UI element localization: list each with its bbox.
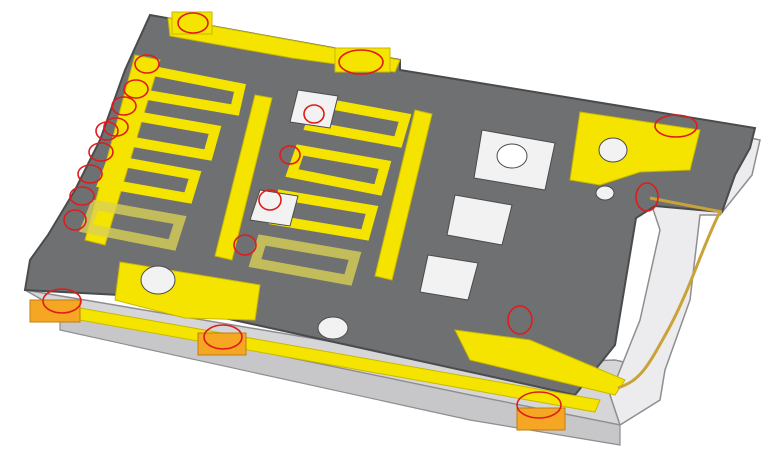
solder-foot [197, 332, 247, 356]
highlight-markers [42, 12, 698, 419]
card-detect-spring [649, 196, 723, 214]
contact-spring [285, 144, 392, 196]
contact-spring [96, 154, 202, 204]
highlight-circle [111, 96, 137, 116]
contact-spring [115, 109, 222, 161]
center-metal-rib [374, 109, 433, 281]
highlight-circle [63, 209, 87, 231]
mounting-hole [598, 137, 628, 163]
mounting-hole [595, 185, 615, 201]
left-contact-bank [79, 64, 247, 251]
mounting-hole [317, 316, 349, 340]
highlight-circle [134, 54, 160, 74]
mounting-hole [140, 265, 176, 295]
highlight-circle [88, 142, 114, 162]
highlight-circle [177, 12, 209, 34]
solder-foot [29, 299, 81, 323]
contact-spring [79, 199, 187, 251]
highlight-circle [69, 186, 95, 206]
highlight-circle [203, 324, 243, 350]
contact-spring [248, 234, 362, 286]
highlight-circle [654, 114, 698, 138]
highlight-circle [279, 145, 301, 165]
highlight-circle [338, 49, 384, 75]
highlight-circle [95, 121, 119, 141]
housing-cutout [249, 189, 299, 227]
highlight-circle [507, 305, 533, 335]
highlight-circle [516, 391, 562, 419]
center-metal-rib [214, 94, 273, 261]
housing-cutout [446, 194, 513, 246]
solder-foot [516, 407, 566, 431]
mounting-hole [496, 143, 528, 169]
highlight-circle [42, 288, 82, 314]
highlight-circle [635, 182, 659, 212]
card-detect-spring [617, 211, 722, 390]
highlight-circle [77, 164, 103, 184]
housing-cutout [419, 254, 479, 301]
right-metal-plate [569, 111, 701, 186]
highlight-circle [258, 189, 282, 211]
top-tab-left [171, 11, 213, 35]
contact-spring [135, 64, 247, 116]
highlight-circle [303, 104, 325, 124]
housing-cutout [289, 89, 339, 129]
highlight-circle [123, 79, 149, 99]
highlight-circle [233, 234, 257, 256]
